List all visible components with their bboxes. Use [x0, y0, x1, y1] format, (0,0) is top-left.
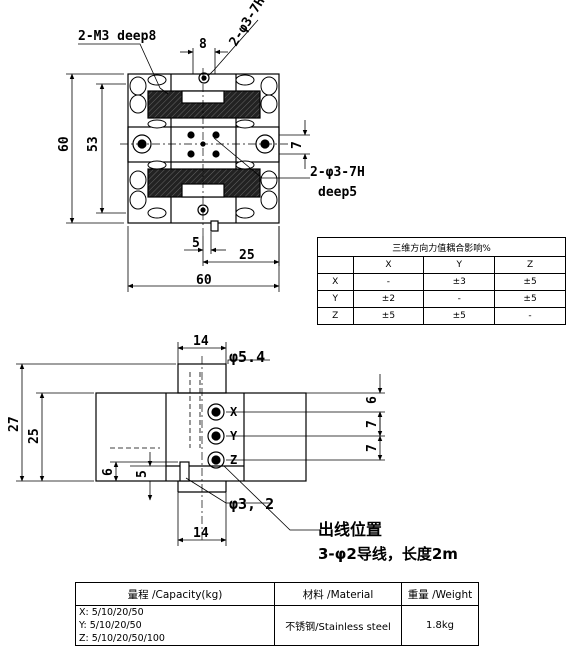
lower-slot — [147, 168, 261, 198]
dim-6-right: 6 — [365, 396, 380, 404]
dim-60-horizontal: 60 — [196, 273, 212, 288]
corner-cutouts — [129, 74, 278, 219]
capacity-header: 量程 /Capacity(kg) — [75, 582, 275, 606]
axis-x-label: X — [230, 405, 238, 419]
coupling-row-label: Y — [317, 290, 354, 308]
weight-cell: 1.8kg — [401, 605, 479, 646]
dia-5-4-label: φ5.4 — [229, 348, 265, 366]
coupling-cell: - — [352, 273, 425, 291]
table-row: Y ±2 - ±5 — [317, 290, 566, 308]
dim-25-side: 25 — [27, 428, 42, 444]
dim-60-vertical: 60 — [57, 136, 72, 152]
table-row: Z ±5 ±5 - — [317, 307, 566, 325]
axis-z-label: Z — [230, 453, 237, 467]
center-lines — [120, 68, 288, 236]
side-view — [95, 356, 307, 540]
axis-y-label: Y — [230, 429, 238, 443]
cable-outlets — [207, 403, 225, 469]
coupling-header-cell: Z — [494, 256, 566, 274]
capacity-line-y: Y: 5/10/20/50 — [79, 620, 142, 631]
dim-27: 27 — [7, 416, 22, 432]
dim-25: 25 — [239, 248, 255, 263]
side-view-dimensions — [16, 342, 385, 546]
coupling-table: 三维方向力值耦合影响% X Y Z X - ±3 ±5 Y ±2 - ±5 Z … — [317, 237, 566, 325]
hole-mid-label-1: 2-φ3-7H — [310, 165, 365, 180]
dim-14-top: 14 — [193, 334, 209, 349]
coupling-header-cell: Y — [423, 256, 496, 274]
dim-14-bottom: 14 — [193, 526, 209, 541]
dim-7-a: 7 — [365, 420, 380, 428]
cable-description: 3-φ2导线，长度2m — [318, 545, 458, 563]
dim-6-left: 6 — [101, 468, 116, 476]
top-view-center-bar — [127, 126, 280, 163]
dim-7-b: 7 — [365, 444, 380, 452]
coupling-cell: ±3 — [423, 273, 496, 291]
dim-8: 8 — [199, 37, 207, 52]
dim-53: 53 — [86, 136, 101, 152]
top-view-dimensions — [66, 19, 310, 292]
coupling-cell: ±5 — [494, 273, 566, 291]
coupling-cell: ±5 — [352, 307, 425, 325]
cable-stub — [210, 220, 219, 232]
coupling-row-label: Z — [317, 307, 354, 325]
coupling-cell: - — [423, 290, 496, 308]
table-row: X: 5/10/20/50 Y: 5/10/20/50 Z: 5/10/20/5… — [75, 605, 479, 646]
center-holes — [187, 131, 220, 158]
table-row: X - ±3 ±5 — [317, 273, 566, 291]
spec-table: 量程 /Capacity(kg) 材料 /Material 重量 /Weight… — [75, 582, 479, 646]
coupling-cell: ±5 — [423, 307, 496, 325]
table-row: X Y Z — [317, 256, 566, 274]
material-header: 材料 /Material — [274, 582, 402, 606]
material-cell: 不锈钢/Stainless steel — [274, 605, 402, 646]
coupling-cell: ±5 — [494, 290, 566, 308]
capacity-line-z: Z: 5/10/20/50/100 — [79, 633, 165, 644]
side-view-post — [179, 461, 190, 482]
dim-5: 5 — [192, 236, 200, 251]
coupling-header-cell: X — [352, 256, 425, 274]
coupling-table-title: 三维方向力值耦合影响% — [317, 237, 566, 257]
top-pin-hole — [198, 72, 210, 84]
capacity-cell: X: 5/10/20/50 Y: 5/10/20/50 Z: 5/10/20/5… — [75, 605, 275, 646]
top-view — [120, 68, 288, 236]
coupling-cell: ±2 — [352, 290, 425, 308]
coupling-cell: - — [494, 307, 566, 325]
coupling-header-cell — [317, 256, 354, 274]
table-row: 量程 /Capacity(kg) 材料 /Material 重量 /Weight — [75, 582, 479, 606]
hole-mid-label-2: deep5 — [318, 185, 357, 200]
upper-slot — [147, 90, 261, 119]
hole-top-label: 2-φ3-7H — [227, 0, 269, 49]
weight-header: 重量 /Weight — [401, 582, 479, 606]
capacity-line-x: X: 5/10/20/50 — [79, 607, 144, 618]
side-view-body — [95, 392, 307, 482]
cable-title: 出线位置 — [318, 520, 382, 539]
side-view-labels: 14 φ5.4 27 25 6 7 7 X Y Z 6 5 φ3, 2 14 出… — [7, 334, 458, 563]
dia-3-2-label: φ3, 2 — [229, 495, 274, 513]
dim-5-left: 5 — [135, 470, 150, 478]
coupling-row-label: X — [317, 273, 354, 291]
dim-7: 7 — [290, 141, 305, 149]
tap-label: 2-M3 deep8 — [78, 29, 156, 44]
